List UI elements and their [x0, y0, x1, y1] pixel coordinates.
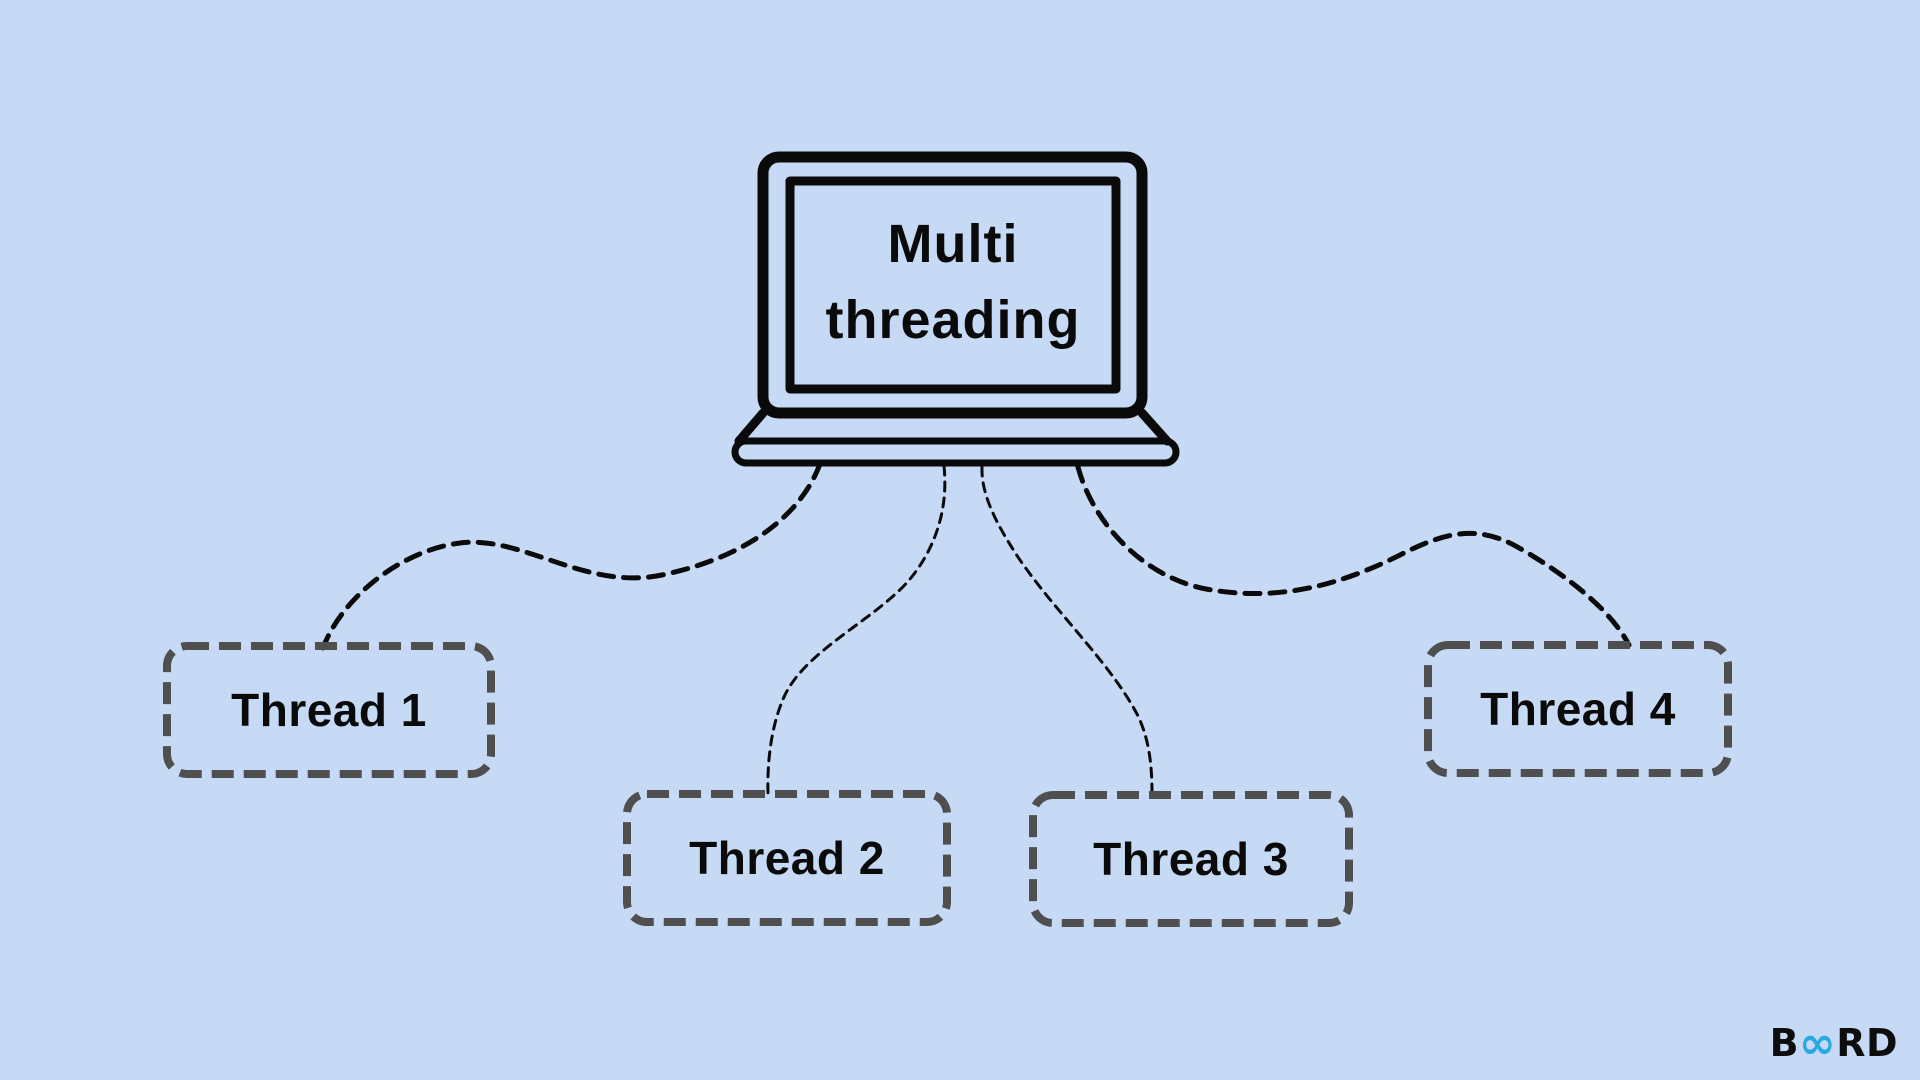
- laptop-screen: [785, 176, 1121, 394]
- connector-line-thread-1: [320, 461, 823, 651]
- thread-box-4: Thread 4: [1424, 641, 1732, 777]
- thread-box-1: Thread 1: [163, 642, 495, 778]
- laptop-base-left-edge: [734, 408, 768, 446]
- connector-line-thread-2: [766, 464, 947, 796]
- thread-3-label: Thread 3: [1093, 833, 1289, 885]
- laptop-lid: [757, 151, 1148, 419]
- laptop-title-line1: Multi: [888, 214, 1019, 274]
- thread-box-3-border: [1029, 791, 1353, 927]
- thread-1-label: Thread 1: [231, 684, 427, 736]
- laptop-base-right-edge: [1137, 408, 1172, 446]
- thread-box-3: Thread 3: [1029, 791, 1353, 927]
- infinity-icon: ∞: [1799, 1018, 1836, 1069]
- thread-box-2: Thread 2: [623, 790, 951, 926]
- laptop-title: Multi threading: [825, 214, 1080, 350]
- board-logo: B∞RD: [1770, 1018, 1898, 1069]
- laptop-icon: [731, 151, 1180, 467]
- svg-text:B∞RD: B∞RD: [1770, 1018, 1898, 1069]
- thread-box-2-border: [623, 790, 951, 926]
- logo-prefix: B: [1770, 1021, 1799, 1065]
- thread-boxes: Thread 1 Thread 2 Thread 3 Thread 4: [163, 641, 1732, 927]
- thread-2-label: Thread 2: [689, 832, 885, 884]
- connector-line-thread-4: [1075, 464, 1632, 648]
- logo-suffix: RD: [1836, 1021, 1898, 1065]
- connector-lines: [320, 461, 1632, 796]
- laptop-title-line2: threading: [825, 290, 1080, 350]
- laptop-base-bar: [731, 437, 1180, 467]
- thread-4-label: Thread 4: [1480, 683, 1676, 735]
- thread-box-1-border: [163, 642, 495, 778]
- connector-line-thread-3: [980, 465, 1154, 796]
- thread-box-4-border: [1424, 641, 1732, 777]
